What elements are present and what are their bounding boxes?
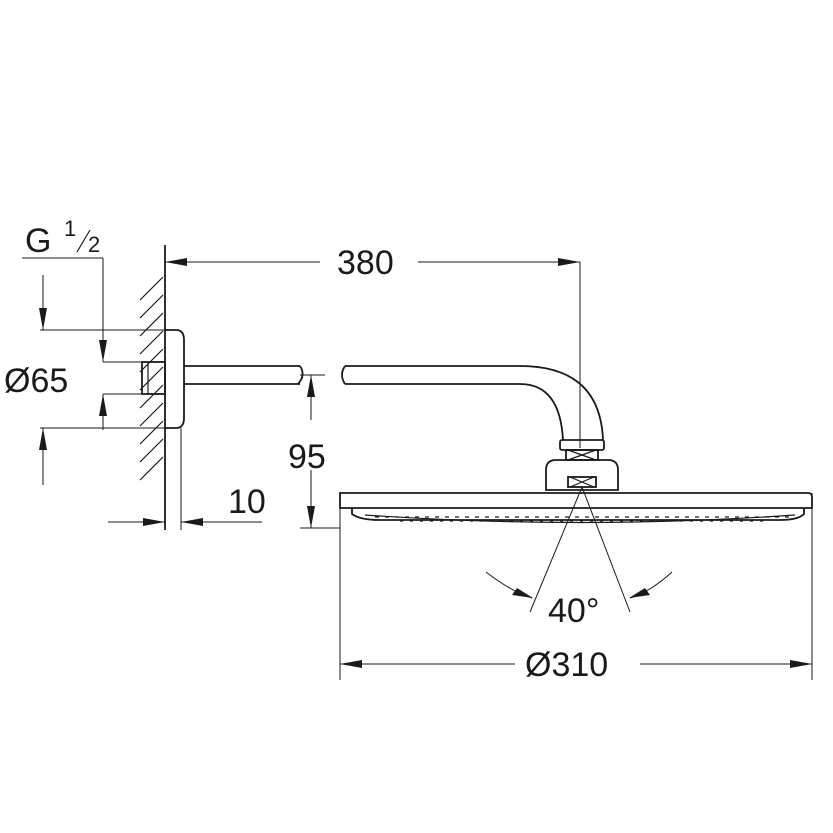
wall [139,245,166,530]
dia-65-label: Ø65 [4,362,68,400]
dimension-dia-310: Ø310 [339,493,813,684]
angle-40-label: 40° [548,592,599,630]
thread-numerator: 1 [64,216,76,241]
dimension-depth-10: 10 [108,428,266,530]
height-95-label: 95 [288,438,326,476]
shower-head [339,492,813,524]
thread-g-label: G [25,222,51,260]
dimension-thread: G 1 2 [22,216,142,430]
swivel-joint [545,439,619,491]
shower-arm [184,365,604,441]
depth-10-label: 10 [228,483,266,521]
wall-flange [141,329,185,429]
dimension-height-95: 95 [288,374,340,529]
thread-denominator: 2 [88,232,100,257]
wall-hatching [139,276,164,481]
dimension-dia-65: Ø65 [4,275,176,485]
length-380-label: 380 [337,244,394,282]
dimension-angle-40: 40° [485,486,673,630]
spray-nozzles [375,516,790,522]
dimension-length-380: 380 [165,244,581,448]
dia-310-label: Ø310 [525,646,608,684]
